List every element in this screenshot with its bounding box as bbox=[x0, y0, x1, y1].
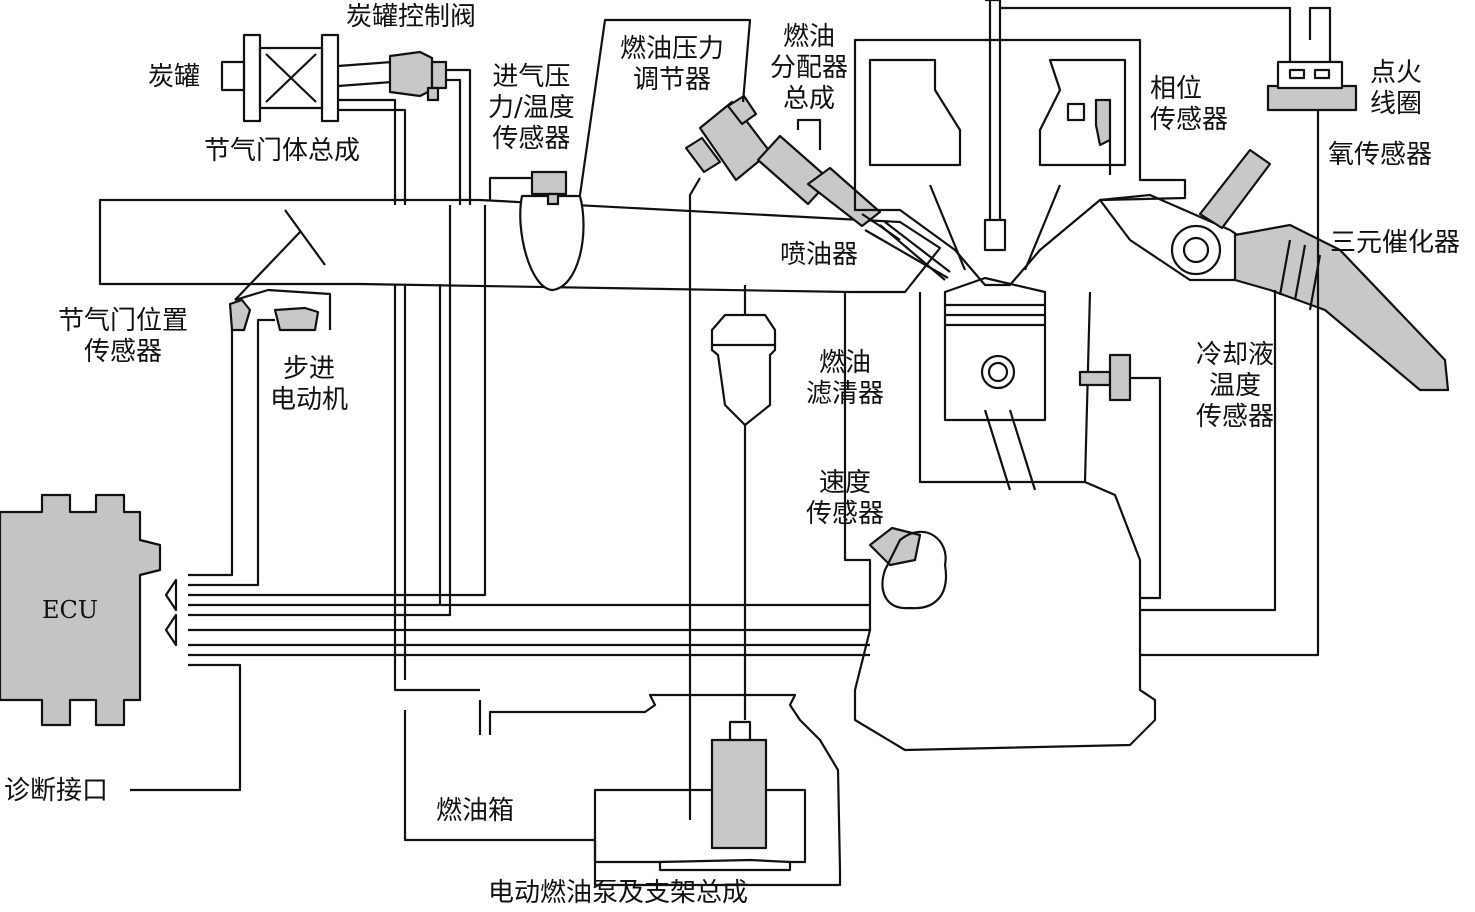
catalyst-icon bbox=[1233, 223, 1450, 392]
coolant-wire bbox=[1130, 376, 1162, 600]
fuel-filter-icon bbox=[710, 285, 777, 720]
cam-sensor-icon bbox=[1066, 98, 1112, 147]
stepper-motor-icon bbox=[273, 306, 320, 332]
ecu-icon bbox=[0, 493, 178, 727]
engine-block-outline bbox=[843, 291, 1157, 752]
label-diagnostic-port: 诊断接口 bbox=[4, 776, 109, 806]
label-catalyst: 三元催化器 bbox=[1330, 228, 1461, 258]
label-cam-sensor: 相位 传感器 bbox=[1150, 74, 1229, 135]
injector-leader bbox=[864, 229, 949, 279]
label-injector: 喷油器 bbox=[780, 240, 859, 270]
label-fuel-pump: 电动燃油泵及支架总成 bbox=[488, 878, 749, 908]
valves bbox=[928, 184, 1062, 271]
throttle-plate bbox=[234, 209, 326, 301]
canister-hose bbox=[337, 60, 393, 88]
label-canister-valve: 炭罐控制阀 bbox=[346, 2, 477, 32]
coil-to-ecu-wire bbox=[1140, 110, 1320, 657]
map-sensor-icon bbox=[519, 170, 585, 292]
oxygen-sensor-icon bbox=[1170, 148, 1272, 276]
label-fuel-tank: 燃油箱 bbox=[436, 796, 515, 826]
fuel-return-line bbox=[578, 18, 752, 820]
throttle-lever bbox=[234, 288, 332, 330]
map-sensor-wire bbox=[488, 176, 532, 200]
canister-icon bbox=[220, 33, 340, 123]
exhaust-port bbox=[1038, 58, 1127, 167]
canister-valve-icon bbox=[388, 50, 448, 102]
label-speed-sensor: 速度 传感器 bbox=[806, 468, 885, 529]
spark-plug-tube bbox=[983, 0, 1007, 252]
cylinder-head bbox=[853, 38, 1187, 287]
ecu-harness bbox=[130, 205, 870, 792]
harness-vertical-wires bbox=[393, 284, 480, 692]
injector-icon bbox=[756, 134, 901, 241]
coolant-sensor-icon bbox=[1078, 353, 1132, 402]
label-fuel-pressure-regulator: 燃油压力 调节器 bbox=[620, 34, 725, 95]
intake-manifold bbox=[98, 198, 942, 294]
label-ignition-coil: 点火 线圈 bbox=[1370, 58, 1423, 119]
label-fuel-filter: 燃油 滤清器 bbox=[806, 348, 885, 409]
label-tps: 节气门位置 传感器 bbox=[58, 306, 189, 367]
o2-to-ecu-wire bbox=[1140, 290, 1277, 612]
fuel-pump-bracket bbox=[593, 788, 807, 864]
canister-to-throttle-hose bbox=[338, 98, 407, 205]
tps-icon bbox=[228, 298, 252, 332]
fuel-pump-icon bbox=[658, 720, 792, 872]
piston-icon bbox=[943, 276, 1047, 491]
speed-sensor-icon bbox=[868, 526, 948, 610]
label-throttle-body: 节气门体总成 bbox=[204, 136, 361, 166]
label-fuel-rail: 燃油 分配器 总成 bbox=[770, 22, 849, 114]
intake-port bbox=[868, 58, 962, 167]
label-ecu: ECU bbox=[41, 596, 99, 624]
label-canister: 炭罐 bbox=[148, 62, 201, 92]
label-oxygen-sensor: 氧传感器 bbox=[1328, 140, 1433, 170]
label-map-sensor: 进气压 力/温度 传感器 bbox=[488, 62, 575, 154]
coil-wire bbox=[1000, 6, 1332, 62]
fuel-pressure-regulator-icon bbox=[684, 94, 772, 182]
fuel-rail-line bbox=[796, 118, 822, 150]
label-coolant-sensor: 冷却液 温度 传感器 bbox=[1196, 340, 1275, 432]
canister-valve-hose bbox=[446, 68, 472, 205]
label-stepper-motor: 步进 电动机 bbox=[270, 354, 349, 415]
ignition-coil-icon bbox=[1266, 60, 1358, 112]
